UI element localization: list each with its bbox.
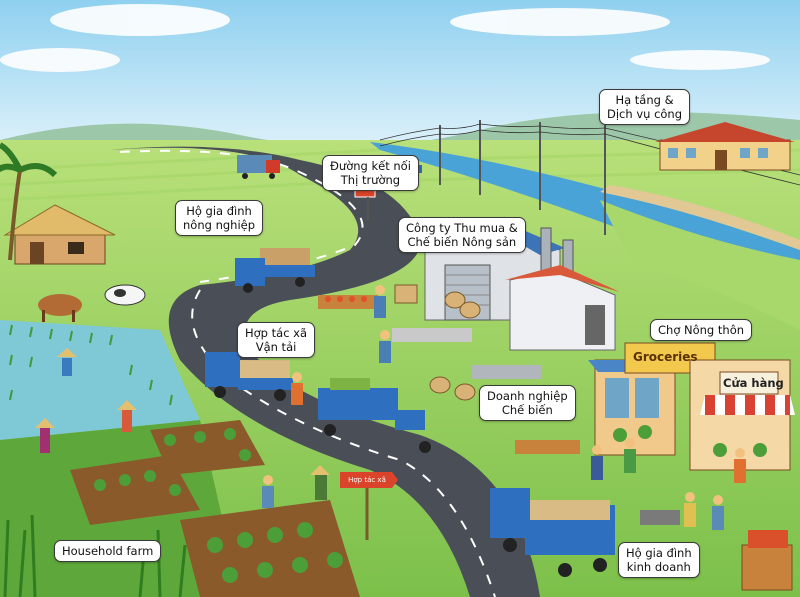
public-services-building <box>655 122 795 171</box>
label-infrastructure-line2: Dịch vụ công <box>607 107 683 121</box>
shop-sign: Cửa hàng <box>723 376 784 390</box>
rice-paddy <box>0 320 200 440</box>
people <box>35 285 746 530</box>
main-road <box>110 146 540 597</box>
label-road-market-line1: Đường kết nối <box>330 159 411 173</box>
cows <box>38 284 146 322</box>
label-farm-household: Hộ gia đình nông nghiệp <box>175 200 264 236</box>
label-farm-household-line2: nông nghiệp <box>183 218 256 232</box>
label-business-household: Hộ gia đình kinh doanh <box>618 542 700 578</box>
vegetable-beds <box>70 420 360 597</box>
label-rural-market-text: Chợ Nông thôn <box>658 323 745 337</box>
coop-sign-text: Hợp tác xã <box>348 476 386 484</box>
label-coop-transport: Hợp tác xã Vận tải <box>237 322 316 358</box>
label-processing-enterprise-line1: Doanh nghiệp <box>487 389 568 403</box>
blue-truck-1 <box>235 248 315 293</box>
label-processing-enterprise-line2: Chế biến <box>501 403 553 417</box>
label-coop-transport-line2: Vận tải <box>255 340 297 354</box>
label-processing-enterprise: Doanh nghiệp Chế biến <box>479 385 576 421</box>
label-household-farm-text: Household farm <box>62 544 154 558</box>
blue-truck-2 <box>205 352 293 401</box>
sacks-crates <box>394 284 481 401</box>
dirt-path <box>600 185 800 250</box>
label-company: Công ty Thu mua & Chế biến Nông sản <box>398 217 526 253</box>
road-markings <box>119 149 496 597</box>
palm-tree <box>0 142 58 261</box>
label-infrastructure: Hạ tầng & Dịch vụ công <box>599 89 691 125</box>
blue-truck-3 <box>490 488 615 577</box>
power-poles <box>439 120 606 235</box>
label-rural-market: Chợ Nông thôn <box>650 319 753 341</box>
label-business-household-line2: kinh doanh <box>626 560 691 574</box>
label-company-line1: Công ty Thu mua & <box>406 221 518 235</box>
rural-market <box>588 342 795 471</box>
coop-sign-post <box>340 472 398 540</box>
clouds <box>0 4 770 72</box>
label-company-line2: Chế biến Nông sản <box>407 235 517 249</box>
label-household-farm: Household farm <box>54 540 162 562</box>
label-coop-transport-line1: Hợp tác xã <box>245 326 308 340</box>
rice-plants <box>9 324 173 406</box>
label-business-household-line1: Hộ gia đình <box>626 546 692 560</box>
label-road-market: Đường kết nối Thị trường <box>322 155 419 191</box>
label-farm-household-line1: Hộ gia đình <box>186 204 252 218</box>
label-road-market-line2: Thị trường <box>340 173 401 187</box>
three-wheeler <box>318 378 431 453</box>
label-infrastructure-line1: Hạ tầng & <box>615 93 674 107</box>
farmhouse <box>3 204 116 265</box>
market-goods-bottom-right <box>640 510 793 591</box>
produce-tables <box>318 295 580 454</box>
groceries-sign: Groceries <box>633 350 698 364</box>
awning <box>700 395 795 415</box>
truck-distant <box>237 155 280 179</box>
